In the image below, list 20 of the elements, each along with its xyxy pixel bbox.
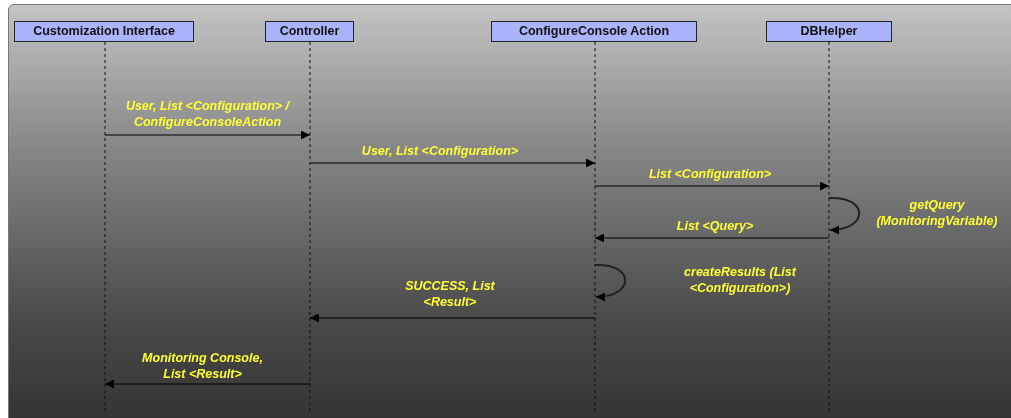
message-arrow: [594, 233, 830, 243]
participant-box: DBHelper: [766, 21, 892, 42]
edge-label: User, List <Configuration> / ConfigureConsoleAction: [124, 98, 291, 130]
edge-label: Monitoring Console, List <Result>: [141, 350, 264, 382]
message-arrow: [594, 181, 830, 191]
edge-label: List <Configuration>: [647, 166, 773, 182]
edge-label: createResults (List <Configuration>): [683, 264, 798, 296]
edge-label: User, List <Configuration>: [360, 143, 520, 159]
edge-label: getQuery (MonitoringVariable): [875, 197, 999, 229]
message-arrow: [104, 379, 311, 389]
self-message-arrow: [828, 197, 861, 234]
message-arrow: [104, 130, 311, 140]
message-arrow: [309, 313, 596, 323]
message-arrow: [309, 158, 596, 168]
participant-box: Customization Interface: [14, 21, 194, 42]
self-message-arrow: [594, 264, 627, 301]
participant-box: ConfigureConsole Action: [491, 21, 697, 42]
participant-box: Controller: [265, 21, 354, 42]
edge-label: List <Query>: [675, 218, 755, 234]
edge-label: SUCCESS, List <Result>: [405, 278, 495, 310]
